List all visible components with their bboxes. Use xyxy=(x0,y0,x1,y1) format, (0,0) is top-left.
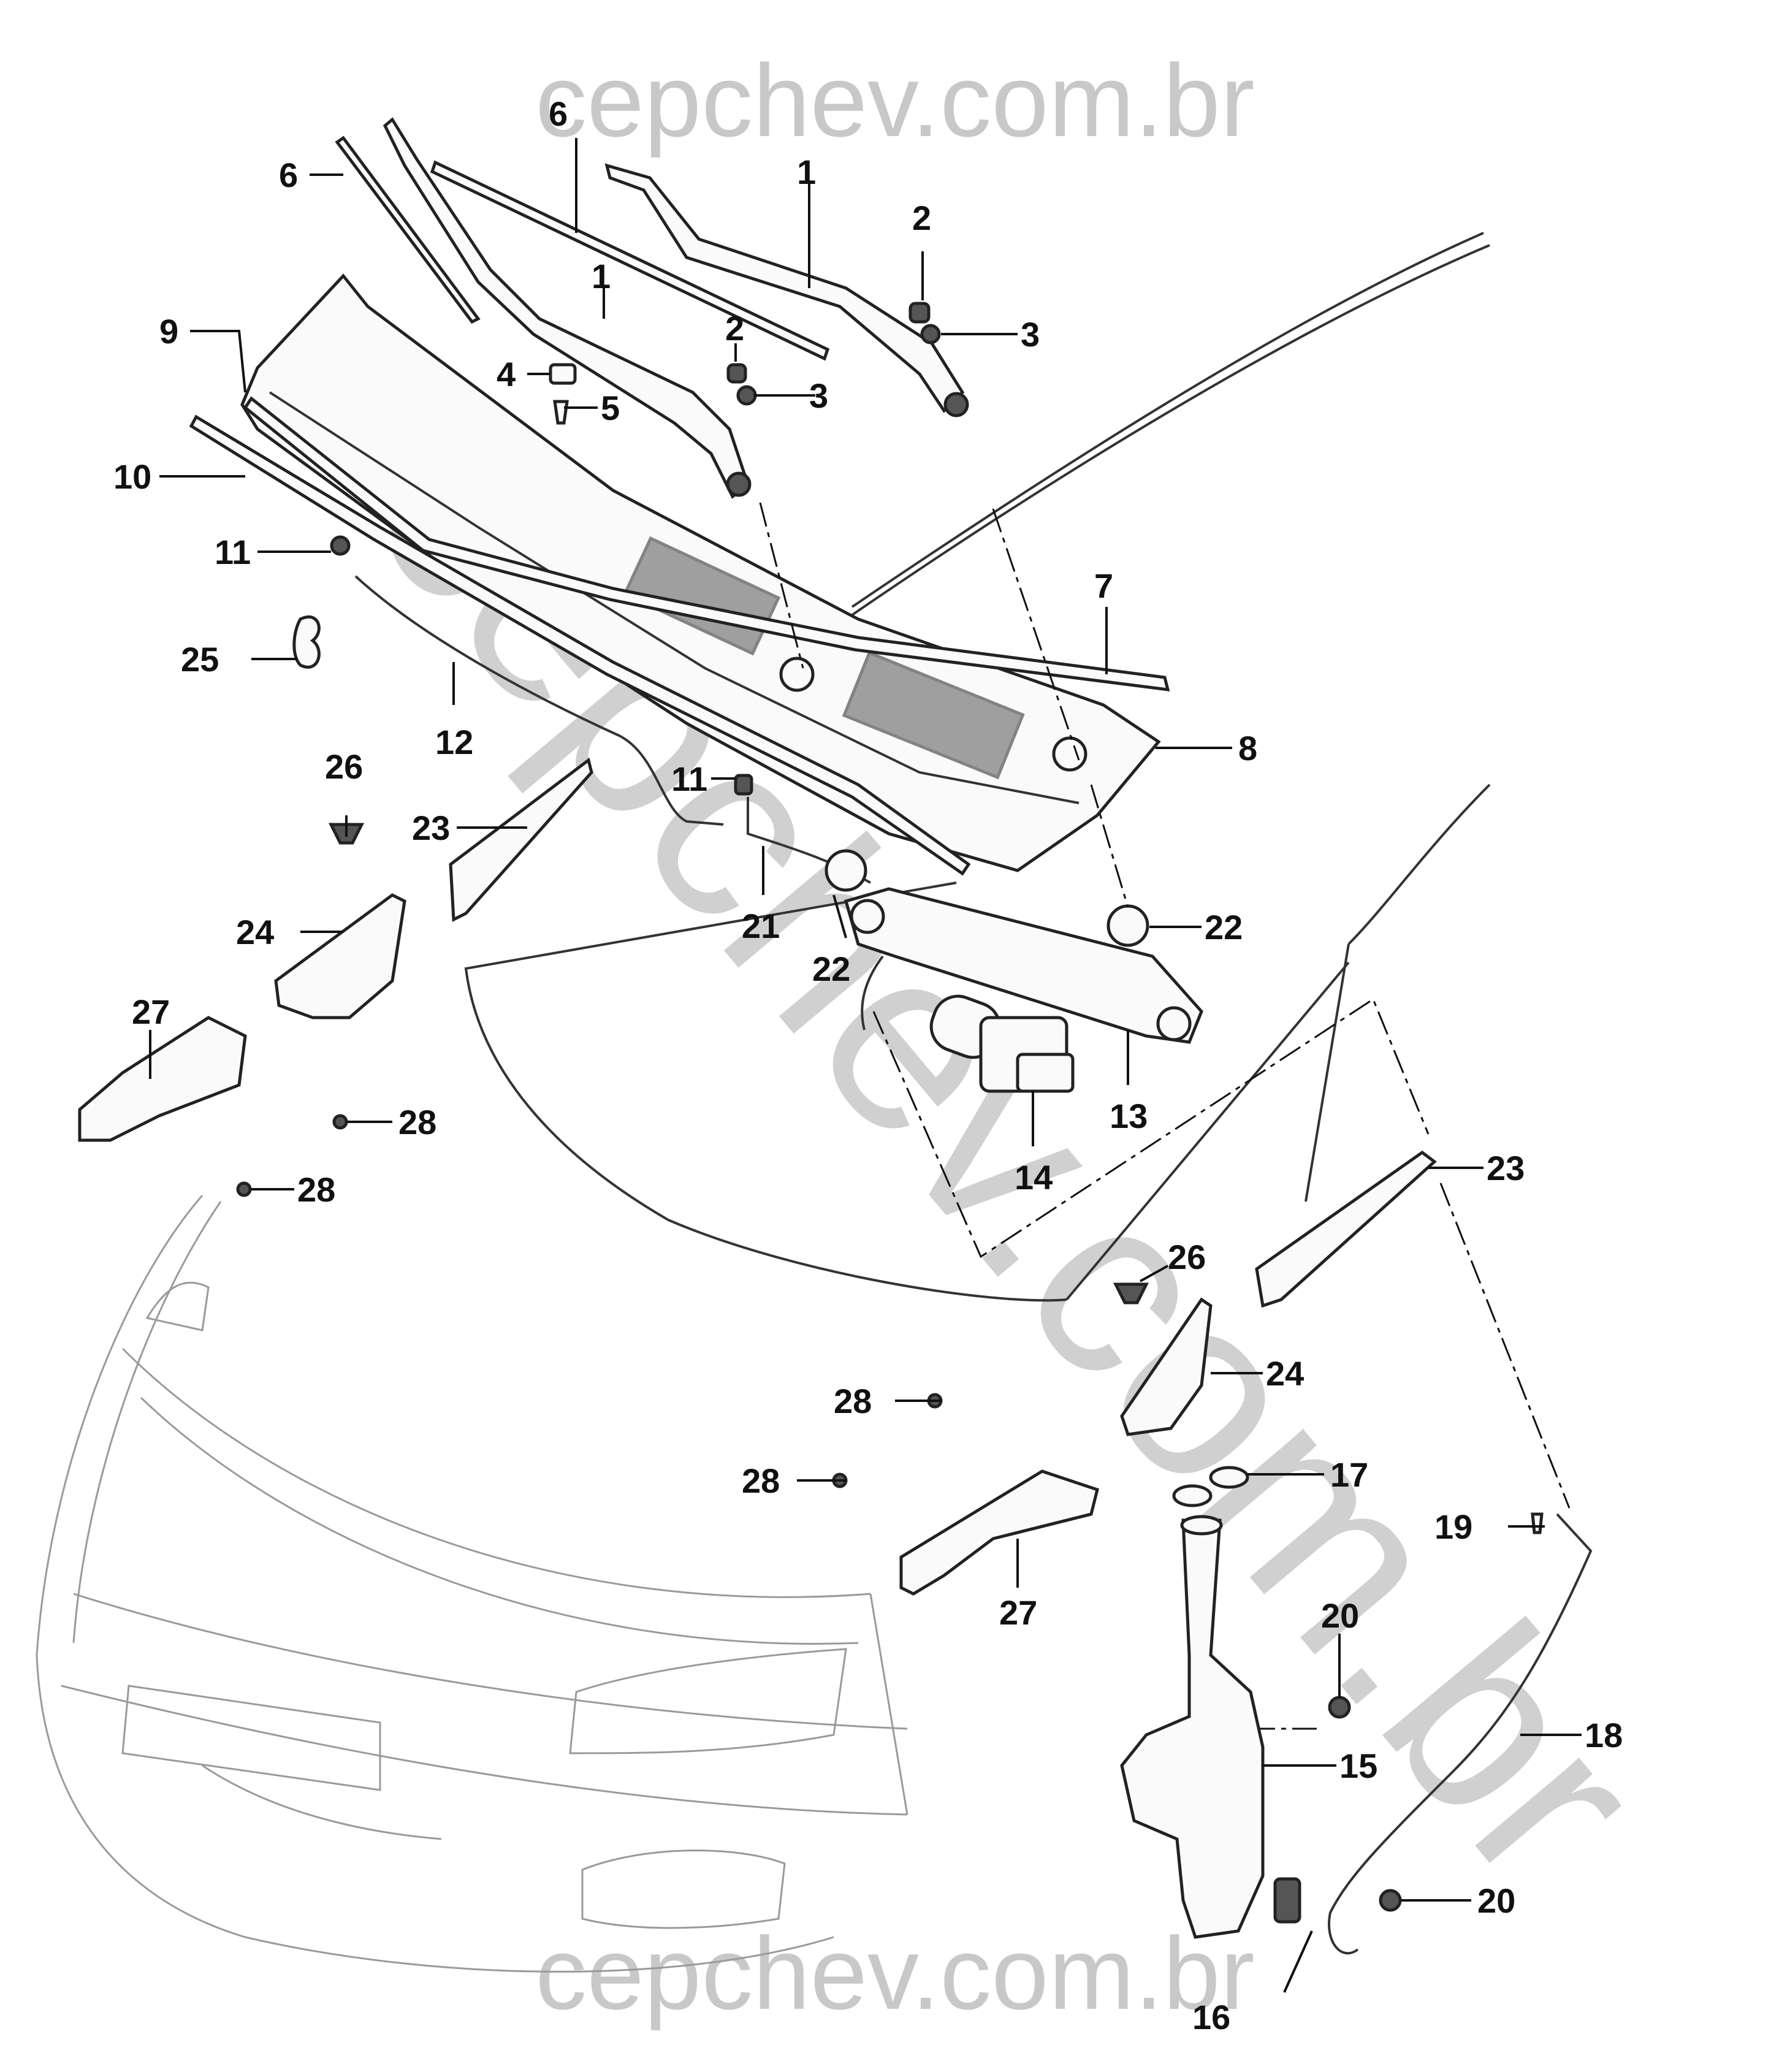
callout-16: 16 xyxy=(1192,1998,1230,2036)
cowl-arm-hole-right xyxy=(1052,736,1087,772)
callout-20-upper: 20 xyxy=(1321,1596,1359,1635)
callout-18: 18 xyxy=(1585,1716,1623,1754)
callout-27-left: 27 xyxy=(132,992,170,1031)
screw xyxy=(553,400,569,425)
wiper-blade-right xyxy=(430,160,830,361)
linkage-hose xyxy=(861,955,884,1030)
callout-2-left: 2 xyxy=(725,309,744,348)
washer-reservoir xyxy=(1120,1518,1265,1939)
callout-11-lower: 11 xyxy=(671,760,707,798)
callout-9: 9 xyxy=(159,312,178,351)
washer-pump xyxy=(1273,1877,1301,1924)
cowl-seal-strip xyxy=(243,396,1170,691)
callout-23-left: 23 xyxy=(412,809,450,847)
callout-13: 13 xyxy=(1110,1097,1148,1135)
callout-4: 4 xyxy=(497,355,516,394)
callout-3-right: 3 xyxy=(1021,315,1040,354)
linkage-pivot-left xyxy=(850,899,885,934)
air-duct-left xyxy=(78,1016,247,1142)
callout-7: 7 xyxy=(1094,566,1113,605)
assembly-lines xyxy=(759,502,1571,1730)
air-duct-right xyxy=(899,1469,1099,1596)
watermark-bottom: cepchev.com.br xyxy=(535,1916,1255,2031)
callout-26-right: 26 xyxy=(1168,1238,1206,1276)
cowl-panel-ridge xyxy=(268,391,1080,804)
reservoir-neck xyxy=(1180,1515,1223,1536)
side-bracket-right xyxy=(1120,1297,1213,1436)
callout-2-right: 2 xyxy=(912,199,931,237)
washer-hose xyxy=(354,575,724,826)
callout-28-a: 28 xyxy=(398,1103,436,1141)
callout-24-right: 24 xyxy=(1266,1354,1304,1393)
clip-cover xyxy=(549,363,577,385)
leader-lines xyxy=(149,138,1582,1993)
cowl-arm-hole-left xyxy=(779,657,815,692)
wiper-blade-left xyxy=(335,135,481,324)
nut-right xyxy=(920,324,941,345)
side-bracket-left xyxy=(274,893,406,1019)
callout-28-b: 28 xyxy=(297,1170,335,1209)
callout-24-left: 24 xyxy=(236,913,274,951)
wiper-linkage xyxy=(844,887,1203,1044)
wiper-arm-left xyxy=(383,117,750,499)
hose-clip-lower xyxy=(734,774,753,796)
callout-1-left: 1 xyxy=(592,257,611,295)
callout-11-upper: 11 xyxy=(215,533,251,571)
callout-20-lower: 20 xyxy=(1477,1881,1515,1920)
nut-left xyxy=(736,385,757,406)
wiper-motor xyxy=(929,994,1075,1093)
grommet-left xyxy=(825,849,867,892)
cowl-side-trim-left xyxy=(449,757,593,922)
callout-19: 19 xyxy=(1434,1507,1472,1546)
cap-right xyxy=(908,302,931,324)
callout-27-right: 27 xyxy=(999,1593,1037,1632)
lower-seal-strip xyxy=(189,414,971,876)
nut-28-b xyxy=(236,1181,252,1197)
reservoir-nut-lower xyxy=(1379,1889,1402,1912)
callout-15: 15 xyxy=(1339,1746,1377,1785)
callout-5: 5 xyxy=(601,389,620,427)
windshield-outline xyxy=(464,232,1491,1302)
washer-hose-front xyxy=(1328,1513,1593,1955)
wiper-arm-pivot-left xyxy=(726,471,752,497)
callout-23-right: 23 xyxy=(1487,1149,1525,1187)
callout-1-right: 1 xyxy=(797,153,816,191)
callout-17: 17 xyxy=(1330,1455,1368,1494)
nut-28-a xyxy=(332,1114,348,1130)
hose-clamp xyxy=(292,615,321,669)
callout-6-left: 6 xyxy=(279,156,298,194)
wiper-arm-right xyxy=(604,163,965,413)
cap-left xyxy=(726,363,747,384)
vehicle-front-ghost xyxy=(36,1195,908,1973)
hose-connector xyxy=(1531,1512,1544,1534)
hose-clip-upper xyxy=(330,535,351,556)
callout-10: 10 xyxy=(113,457,151,496)
callout-14: 14 xyxy=(1015,1158,1053,1197)
wiper-arm-pivot-right xyxy=(943,392,969,417)
callout-3-left: 3 xyxy=(809,376,828,415)
callout-6-top: 6 xyxy=(549,94,568,133)
push-clip-right xyxy=(1113,1282,1149,1305)
callout-22-left: 22 xyxy=(812,950,850,988)
callout-26-left: 26 xyxy=(325,747,363,786)
reservoir-nut-upper xyxy=(1328,1696,1351,1719)
grommet-right xyxy=(1106,904,1149,947)
linkage-pivot-right xyxy=(1156,1006,1192,1042)
cowl-vent-grille-right xyxy=(842,650,1025,780)
callout-28-c: 28 xyxy=(834,1382,872,1420)
watermark-top: cepchev.com.br xyxy=(535,43,1255,158)
callout-12: 12 xyxy=(435,723,473,761)
cowl-side-trim-right xyxy=(1255,1150,1437,1308)
filler-cap xyxy=(1172,1466,1249,1507)
callout-25: 25 xyxy=(181,640,219,679)
callout-8: 8 xyxy=(1238,729,1257,767)
callout-22-right: 22 xyxy=(1205,908,1243,946)
callout-21: 21 xyxy=(742,907,780,945)
callout-28-d: 28 xyxy=(742,1461,780,1500)
